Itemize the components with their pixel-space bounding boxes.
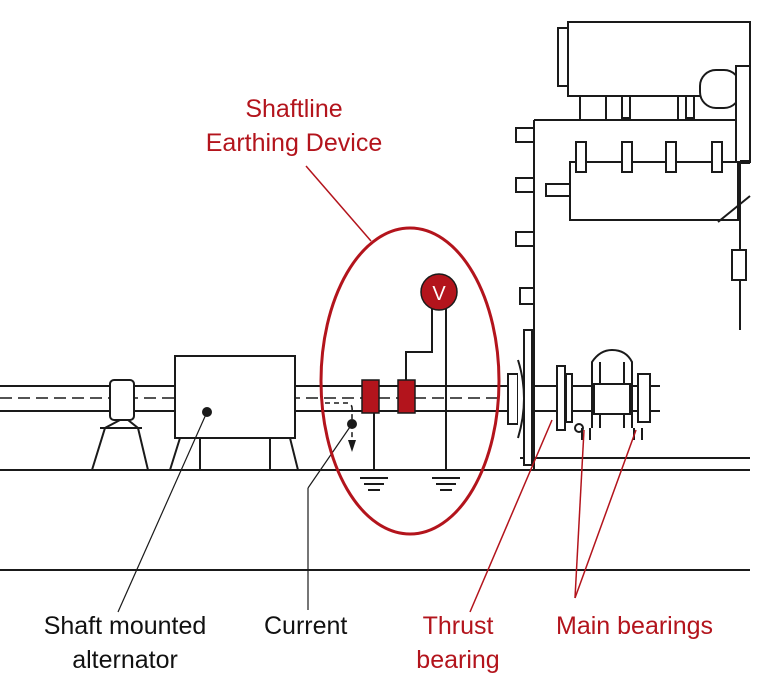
crankshaft xyxy=(581,348,651,440)
alternator-label: Shaft mounted alternator xyxy=(20,609,230,677)
floor-lines xyxy=(0,457,750,571)
earthing-device-highlight xyxy=(319,226,501,536)
thrust-bearing-label-line2: bearing xyxy=(416,646,500,674)
leader-lines xyxy=(117,411,353,613)
title-leader-line xyxy=(305,165,372,242)
earthing-wiring xyxy=(373,293,447,470)
bearing-leader-lines xyxy=(469,419,637,613)
voltmeter-icon xyxy=(420,273,458,311)
earthing-device-title: Shaftline Earthing Device xyxy=(182,92,406,160)
alternator-label-line1: Shaft mounted xyxy=(43,612,207,640)
earthing-brush-right xyxy=(397,379,416,414)
earthing-device-title-line2: Earthing Device xyxy=(205,129,383,157)
voltmeter-symbol: V xyxy=(432,283,446,305)
ground-symbol-right xyxy=(432,477,460,491)
thrust-bearing-label: Thrust bearing xyxy=(398,609,518,677)
alternator-label-line2: alternator xyxy=(72,646,178,674)
thrust-bearing-label-line1: Thrust xyxy=(422,612,494,640)
main-engine xyxy=(515,21,751,470)
ground-symbol-left xyxy=(360,477,388,491)
earthing-device-title-line1: Shaftline xyxy=(245,95,343,123)
main-bearings-label: Main bearings xyxy=(556,612,714,640)
thrust-bearing-unit xyxy=(507,329,584,466)
earthing-device: V xyxy=(305,165,501,536)
current-label: Current xyxy=(264,612,348,640)
earthing-brush-left xyxy=(361,379,380,414)
support-bearing xyxy=(90,379,150,471)
